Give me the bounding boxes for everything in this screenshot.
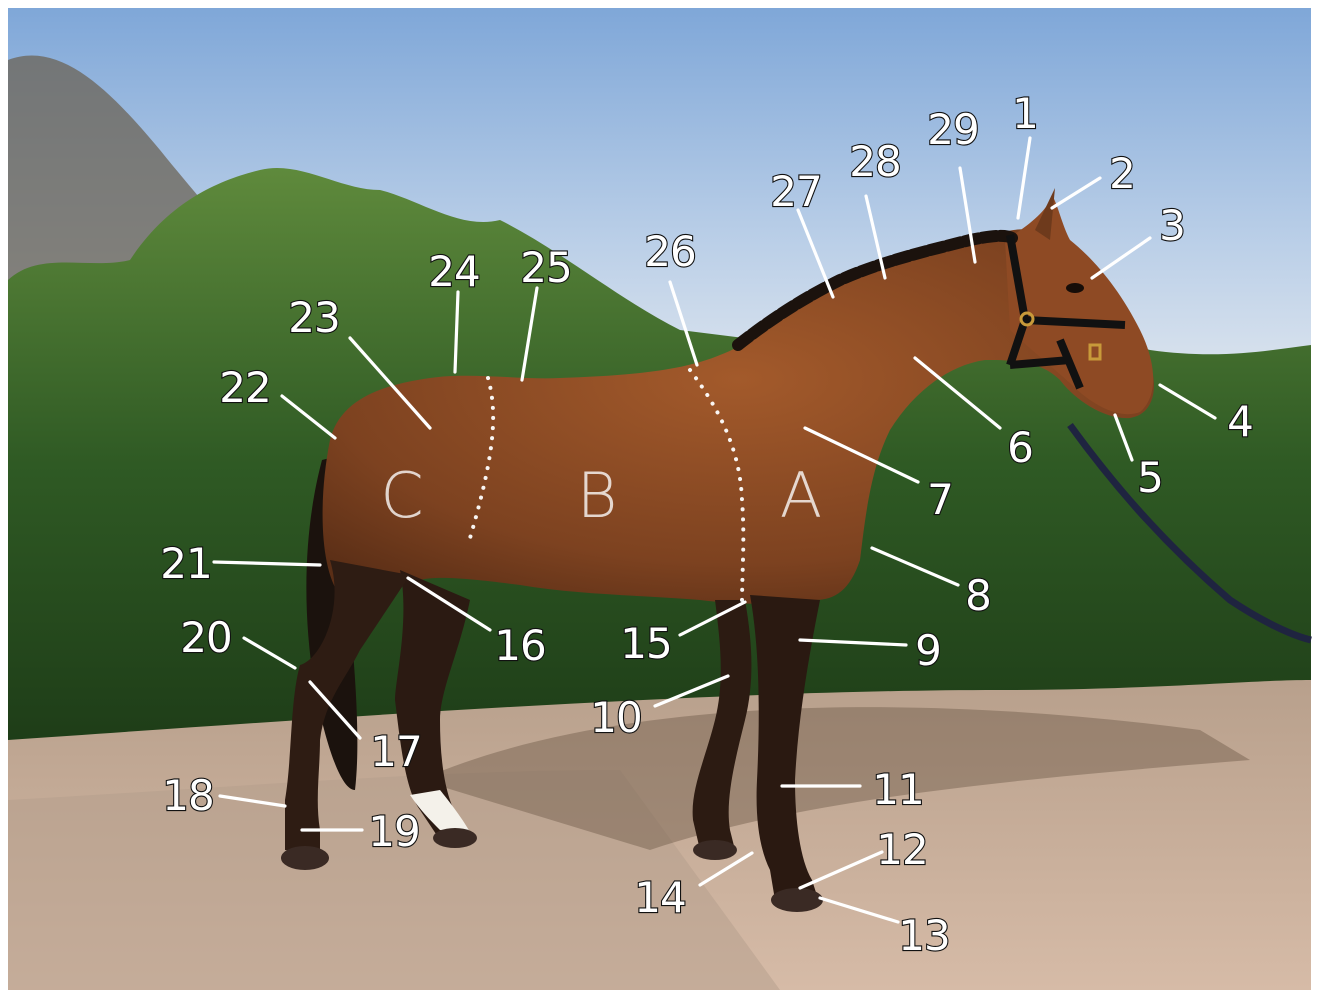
label-9: 9 [915,626,941,675]
label-14: 14 [634,873,685,922]
leader-28 [864,194,887,280]
leader-8 [870,546,960,587]
leader-23 [348,336,432,430]
label-13: 13 [898,911,949,960]
label-28: 28 [849,137,900,186]
label-29: 29 [927,105,978,154]
leader-17 [308,680,362,740]
horse-ear [1035,188,1055,240]
region-c: C [380,459,423,532]
halter-ring [1088,343,1102,361]
horse [281,188,1312,912]
label-27: 27 [770,167,821,216]
leader-24 [453,290,460,374]
leader-10 [653,674,730,708]
label-6: 6 [1007,423,1033,472]
leader-25 [520,286,539,382]
label-2: 2 [1109,149,1135,198]
leader-26 [668,280,699,367]
leader-3 [1090,236,1152,280]
label-12: 12 [876,825,927,874]
leader-16 [406,576,492,632]
leader-18 [218,794,287,808]
label-10: 10 [590,693,641,742]
region-b: B [577,459,618,532]
label-23: 23 [288,293,339,342]
hoof-hind-near [281,846,329,870]
front-leg-far [692,600,752,850]
leader-5 [1113,413,1134,462]
hoof-front-far [693,840,737,860]
label-15: 15 [620,619,671,668]
leader-9 [798,638,908,647]
label-11: 11 [872,765,923,814]
hind-sock [410,790,470,832]
leader-1 [1016,136,1032,220]
lead-rope [1067,422,1312,644]
leader-27 [796,208,835,299]
hoof-hind-far [433,828,477,848]
label-8: 8 [965,571,991,620]
label-25: 25 [520,243,571,292]
label-22: 22 [219,363,270,412]
divider-cb [466,376,496,547]
halter-buckle [1019,311,1035,327]
number-labels: 1 2 3 4 5 6 7 8 9 10 11 12 13 14 15 16 1… [159,88,1255,961]
leader-2 [1050,176,1102,210]
divider-ba [688,368,746,607]
horse-eye [1066,283,1084,293]
leader-14 [698,851,754,887]
label-7: 7 [927,475,953,524]
label-16: 16 [494,621,545,670]
leader-lines [212,136,1217,924]
leader-29 [958,166,977,264]
halter [1006,234,1126,390]
leader-15 [678,600,747,637]
label-24: 24 [428,247,479,296]
label-18: 18 [162,771,213,820]
hind-leg-near [285,560,410,855]
leader-4 [1158,383,1217,420]
leader-7 [803,426,920,484]
hind-leg-far [395,570,470,840]
label-4: 4 [1227,397,1253,446]
hoof-front-near [771,888,823,912]
horse-shadow [420,707,1250,850]
leader-6 [913,356,1002,430]
label-1: 1 [1012,89,1038,138]
label-26: 26 [644,227,695,276]
leader-12 [798,850,884,890]
label-20: 20 [180,613,231,662]
region-a: A [780,459,822,532]
leader-22 [280,394,337,440]
horse-body [322,229,1154,604]
label-5: 5 [1137,453,1163,502]
leader-21 [212,560,322,567]
label-21: 21 [160,539,211,588]
label-3: 3 [1159,201,1185,250]
label-19: 19 [368,807,419,856]
path-stripe [8,770,780,990]
leader-20 [242,636,297,670]
leader-13 [818,896,900,924]
horse-head [1005,195,1154,415]
label-17: 17 [370,727,421,776]
front-leg-near [750,595,820,905]
